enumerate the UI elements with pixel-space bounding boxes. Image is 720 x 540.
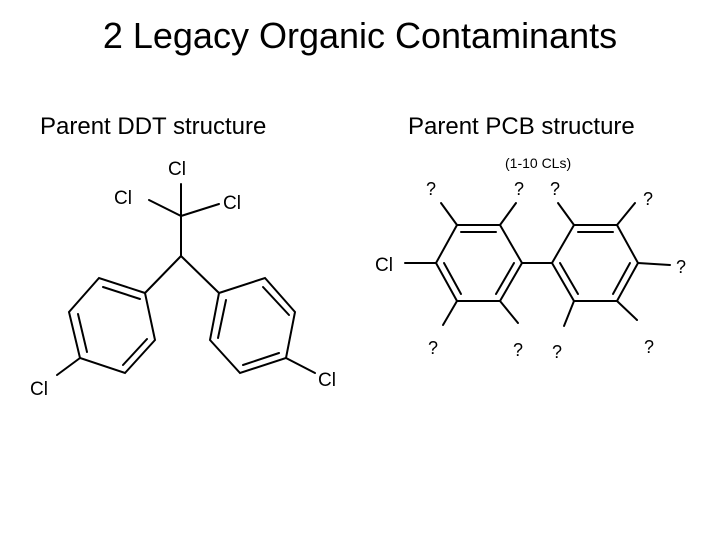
ddt-cl-label-right: Cl	[223, 193, 241, 214]
pcb-unknown-right-bottom-1: ?	[552, 342, 562, 362]
pcb-unknown-right-top-1: ?	[550, 179, 560, 199]
ddt-bond-c-cl-left	[148, 199, 182, 217]
ddt-left-ring-double-bond-1	[102, 286, 141, 300]
pcb-unknown-right-mid: ?	[676, 257, 686, 277]
ddt-bond-c-cl-right	[180, 203, 220, 217]
pcb-unknown-left-top-1: ?	[426, 179, 436, 199]
ddt-bond-to-left-ring	[144, 255, 182, 294]
ddt-subtitle: Parent DDT structure	[40, 113, 267, 140]
pcb-unknown-right-bottom-2: ?	[644, 337, 654, 357]
pcb-bond-right-top-1	[557, 202, 575, 226]
ddt-left-ring-double-bond-3	[122, 338, 148, 366]
ddt-left-ring-double-bond-2	[77, 313, 88, 353]
ddt-cl-label-bottom-left: Cl	[30, 379, 48, 400]
pcb-right-ring-double-bond-3	[559, 262, 579, 295]
pcb-unknown-right-top-2: ?	[643, 189, 653, 209]
pcb-bond-left-bottom-2	[499, 300, 519, 324]
ddt-left-benzene-ring	[67, 276, 157, 375]
ddt-cl-label-top: Cl	[168, 159, 186, 180]
pcb-structure: (1-10 CLs) Cl ? ? ? ? ? ? ? ? ?	[375, 155, 686, 362]
pcb-bond-left-top-1	[440, 202, 458, 226]
slide-title: 2 Legacy Organic Contaminants	[102, 15, 618, 56]
pcb-unknown-left-bottom-1: ?	[428, 338, 438, 358]
pcb-bond-left-bottom-1	[442, 300, 458, 326]
pcb-right-benzene-ring	[550, 224, 640, 302]
pcb-bond-right-bottom-1	[563, 300, 575, 327]
pcb-unknown-left-bottom-2: ?	[513, 340, 523, 360]
pcb-left-benzene-ring	[434, 224, 524, 302]
pcb-left-ring-double-bond-3	[443, 262, 462, 295]
ddt-bond-left-ring-cl	[56, 357, 81, 376]
pcb-right-ring-double-bond-2	[612, 262, 631, 295]
pcb-left-ring-double-bond-2	[495, 262, 515, 295]
pcb-cl-label: Cl	[375, 255, 393, 276]
pcb-subtitle: Parent PCB structure	[408, 113, 635, 140]
pcb-chlorine-count-note: (1-10 CLs)	[505, 155, 571, 171]
ddt-right-benzene-ring	[208, 276, 297, 375]
pcb-bond-left-top-2	[499, 202, 517, 226]
pcb-bond-right-bottom-2	[616, 300, 638, 321]
pcb-bond-right-mid	[637, 262, 671, 266]
ddt-structure: Cl Cl Cl Cl Cl	[30, 159, 336, 400]
ddt-right-ring-double-bond-3	[217, 299, 227, 339]
ddt-bond-to-right-ring	[180, 255, 220, 294]
ddt-cl-label-bottom-right: Cl	[318, 370, 336, 391]
ddt-right-ring-double-bond-1	[262, 286, 290, 316]
ddt-bond-right-ring-cl	[285, 357, 316, 374]
ddt-right-ring-double-bond-2	[242, 352, 280, 366]
pcb-bond-right-top-2	[616, 202, 636, 226]
pcb-unknown-left-top-2: ?	[514, 179, 524, 199]
ddt-cl-label-left: Cl	[114, 188, 132, 209]
